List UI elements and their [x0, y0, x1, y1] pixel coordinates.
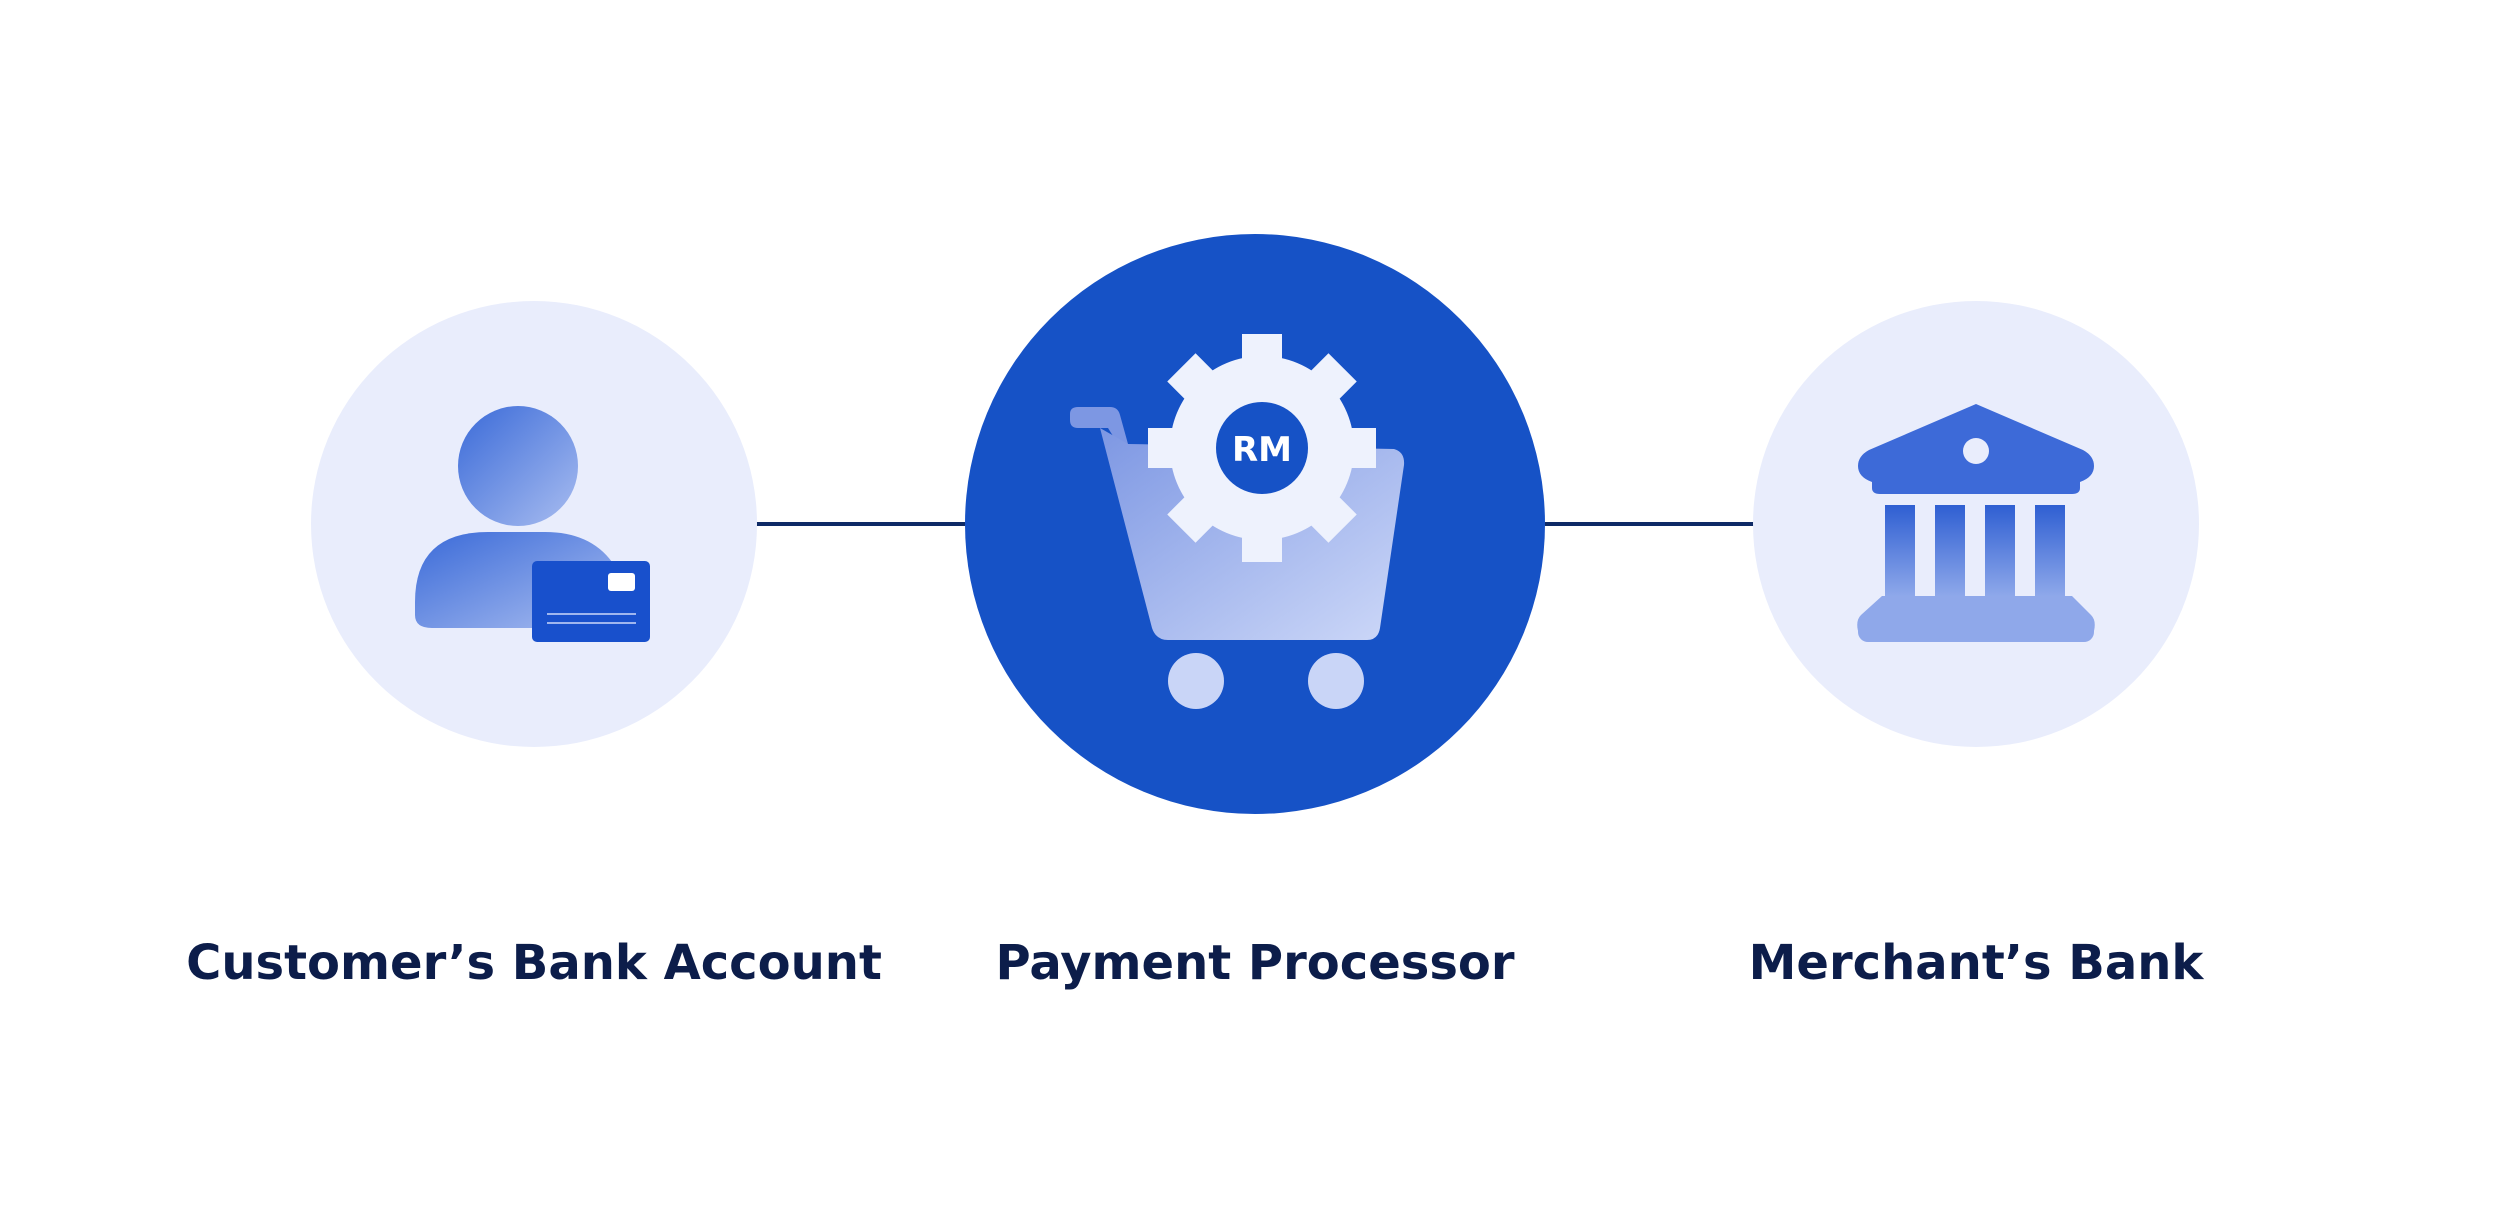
user-with-card-icon — [415, 406, 650, 642]
merchants-bank-label: Merchant’s Bank — [1748, 935, 2204, 991]
bank-building-icon — [1857, 404, 2095, 642]
customer-circle — [311, 301, 757, 747]
processor-node: RM — [965, 234, 1545, 814]
merchant-circle — [1753, 301, 2199, 747]
payment-processor-label: Payment Processor — [995, 935, 1515, 991]
currency-badge — [1216, 402, 1308, 494]
merchant-node — [1753, 301, 2199, 747]
shopping-cart-gear-icon: RM — [1070, 334, 1405, 709]
customer-bank-account-label: Customer’s Bank Account — [186, 935, 882, 991]
currency-badge-text: RM — [1232, 430, 1292, 470]
gear-icon: RM — [1148, 334, 1376, 562]
customer-node — [311, 301, 757, 747]
